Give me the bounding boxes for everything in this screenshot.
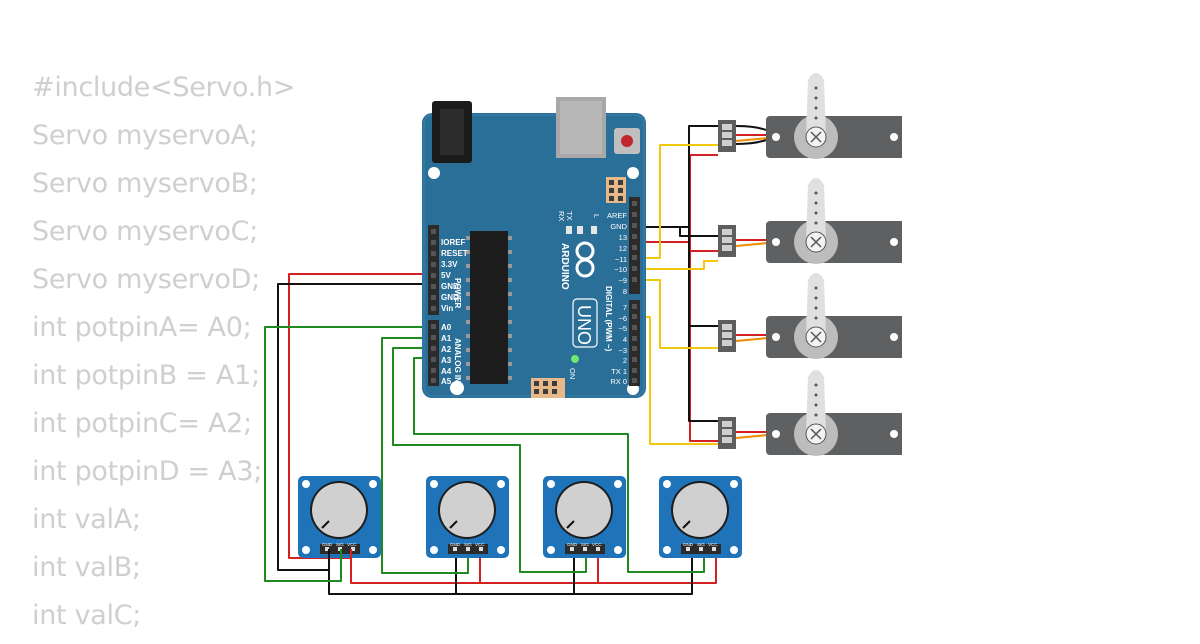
power-label: POWER xyxy=(453,278,462,308)
code-line: int potpinA= A0; xyxy=(32,312,252,343)
code-line: Servo myservoA; xyxy=(32,120,258,151)
pin-label: GND xyxy=(610,222,627,231)
pin-label: 4 xyxy=(623,335,627,344)
code-line: int potpinD = A3; xyxy=(32,456,263,487)
pin-label: 5V xyxy=(441,271,451,280)
pin-label: ~3 xyxy=(618,346,627,355)
pin-label: 13 xyxy=(619,233,627,242)
pin-label: ~5 xyxy=(618,324,627,333)
pin-label: ~9 xyxy=(618,276,627,285)
code-line: int potpinB = A1; xyxy=(32,360,260,391)
circuit-diagram: IOREF RESET 3.3V 5V GND GND Vin A0 A1 A2… xyxy=(264,73,902,595)
code-line: Servo myservoB; xyxy=(32,168,258,199)
pin-label: GND xyxy=(450,542,461,547)
on-led-label: ON xyxy=(568,368,577,379)
pin-label: 2 xyxy=(623,356,627,365)
pin-label: GND xyxy=(441,282,459,291)
digital-label: DIGITAL (PWM ~) xyxy=(604,286,613,352)
pin-label: GND xyxy=(322,542,333,547)
pin-label: SIG xyxy=(581,542,589,547)
code-line: Servo myservoC; xyxy=(32,216,258,247)
code-line: Servo myservoD; xyxy=(32,264,260,295)
wire-servo-signal-yellow xyxy=(636,144,718,445)
code-line: int valC; xyxy=(32,600,142,631)
pin-label: VCC xyxy=(475,542,485,547)
wire-5v-pots-red xyxy=(288,273,717,584)
pin-label: VCC xyxy=(592,542,602,547)
code-listing: #include<Servo.h> Servo myservoA; Servo … xyxy=(32,68,295,644)
pin-label: VCC xyxy=(347,542,357,547)
potentiometer[interactable]: GND SIG VCC xyxy=(543,476,626,558)
power-header xyxy=(428,225,439,315)
servo-motor xyxy=(718,73,902,159)
code-line: int valA; xyxy=(32,504,141,535)
pin-label: 8 xyxy=(623,287,627,296)
pin-label: 7 xyxy=(623,303,627,312)
pin-label: SIG xyxy=(464,542,472,547)
pin-label: A5 xyxy=(441,377,452,386)
servo-motor xyxy=(718,178,902,264)
atmega-chip xyxy=(470,231,508,384)
code-line: int potpinC= A2; xyxy=(32,408,252,439)
potentiometer[interactable]: GND SIG VCC xyxy=(659,476,742,558)
code-line: int valB; xyxy=(32,552,141,583)
digital-header-bottom xyxy=(629,300,640,386)
pin-label: GND xyxy=(567,542,578,547)
servo-motor xyxy=(718,273,902,359)
power-led xyxy=(571,355,579,363)
wire-gnd-servo-black xyxy=(644,125,718,422)
potentiometer[interactable]: GND SIG VCC xyxy=(298,476,381,558)
pin-label: A4 xyxy=(441,367,452,376)
wire-a2-green xyxy=(392,347,587,573)
pin-label: IOREF xyxy=(441,238,466,247)
pin-label: SIG xyxy=(336,542,344,547)
pin-label: Vin xyxy=(441,304,453,313)
wire-a0-green xyxy=(264,326,436,582)
pin-label: RESET xyxy=(441,249,468,258)
pin-label: 3.3V xyxy=(441,260,458,269)
pin-label: A3 xyxy=(441,356,452,365)
pin-label: ~6 xyxy=(618,314,627,323)
pin-label: TX 1 xyxy=(611,367,627,376)
model-label: UNO xyxy=(574,305,594,345)
servo-motor xyxy=(718,370,902,456)
pin-label: AREF xyxy=(607,211,627,220)
pin-label: GND xyxy=(441,293,459,302)
brand-label: ARDUINO xyxy=(559,243,570,290)
tx-led-label: TX xyxy=(565,211,574,221)
pin-label: VCC xyxy=(708,542,718,547)
pin-label: SIG xyxy=(697,542,705,547)
pin-label: 12 xyxy=(619,244,627,253)
wire-a3-green xyxy=(413,357,705,573)
rx-led-label: RX xyxy=(557,211,566,221)
pin-label: A1 xyxy=(441,334,452,343)
pin-label: GND xyxy=(683,542,694,547)
l-led-label: L xyxy=(592,214,601,218)
code-line: #include<Servo.h> xyxy=(32,72,296,103)
analog-label: ANALOG IN xyxy=(453,338,462,383)
potentiometer[interactable]: GND SIG VCC xyxy=(426,476,509,558)
pin-label: A2 xyxy=(441,345,452,354)
wire-gnd-black xyxy=(277,283,693,595)
analog-header xyxy=(428,320,439,386)
arduino-uno-board: IOREF RESET 3.3V 5V GND GND Vin A0 A1 A2… xyxy=(422,97,646,398)
pin-label: A0 xyxy=(441,323,452,332)
pin-label: ~11 xyxy=(615,255,627,264)
wire-a1-green xyxy=(381,337,469,574)
pin-label: ~10 xyxy=(614,265,627,274)
arduino-infinity-logo-icon xyxy=(575,241,595,278)
pin-label: RX 0 xyxy=(610,377,627,386)
pot-wire-stubs xyxy=(328,549,352,560)
